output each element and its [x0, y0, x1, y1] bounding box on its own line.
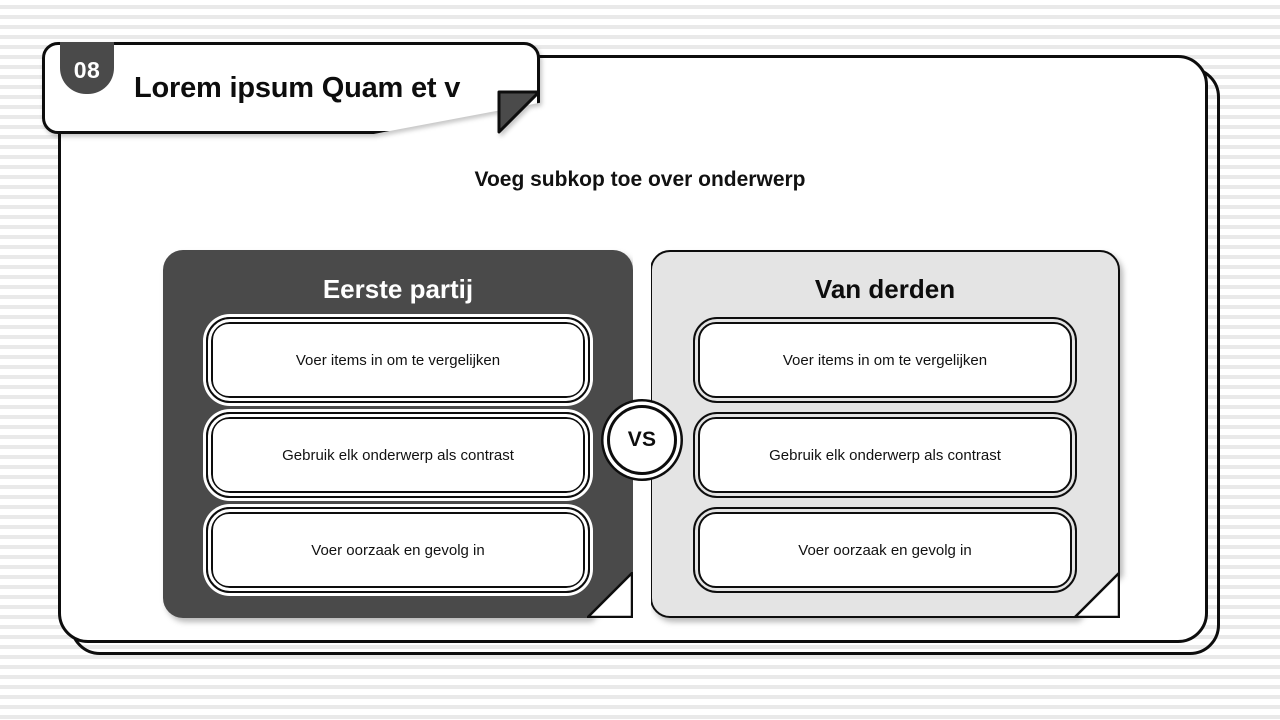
panel-right-fold-corner-icon [1074, 572, 1120, 618]
comparison-panel-left: Eerste partij Voer items in om te vergel… [163, 250, 633, 618]
panel-right-items: Voer items in om te vergelijken Gebruik … [693, 317, 1077, 593]
list-item-label: Voer oorzaak en gevolg in [798, 541, 972, 559]
page-title: Lorem ipsum Quam et v [134, 71, 461, 104]
list-item[interactable]: Voer items in om te vergelijken [206, 317, 590, 403]
list-item[interactable]: Gebruik elk onderwerp als contrast [693, 412, 1077, 498]
vs-label: VS [627, 428, 657, 451]
list-item-label: Voer items in om te vergelijken [295, 351, 501, 369]
list-item[interactable]: Voer items in om te vergelijken [693, 317, 1077, 403]
list-item[interactable]: Voer oorzaak en gevolg in [206, 507, 590, 593]
vs-badge: VS [607, 405, 677, 475]
slide-number-label: 08 [73, 56, 101, 83]
panel-left-fold-corner-icon [587, 572, 633, 618]
panel-left-heading: Eerste partij [322, 274, 474, 304]
list-item-label: Gebruik elk onderwerp als contrast [282, 446, 514, 464]
list-item[interactable]: Voer oorzaak en gevolg in [693, 507, 1077, 593]
slide-number-badge: 08 [60, 42, 114, 94]
list-item-label: Gebruik elk onderwerp als contrast [769, 446, 1001, 464]
list-item-label: Voer oorzaak en gevolg in [311, 541, 485, 559]
slide-subtitle: Voeg subkop toe over onderwerp [474, 168, 806, 191]
list-item[interactable]: Gebruik elk onderwerp als contrast [206, 412, 590, 498]
comparison-panel-right: Van derden Voer items in om te vergelijk… [650, 250, 1120, 618]
panel-right-heading: Van derden [814, 274, 956, 304]
list-item-label: Voer items in om te vergelijken [782, 351, 988, 369]
title-bar-container: 08 Lorem ipsum Quam et v [0, 0, 540, 140]
panel-left-items: Voer items in om te vergelijken Gebruik … [206, 317, 590, 593]
